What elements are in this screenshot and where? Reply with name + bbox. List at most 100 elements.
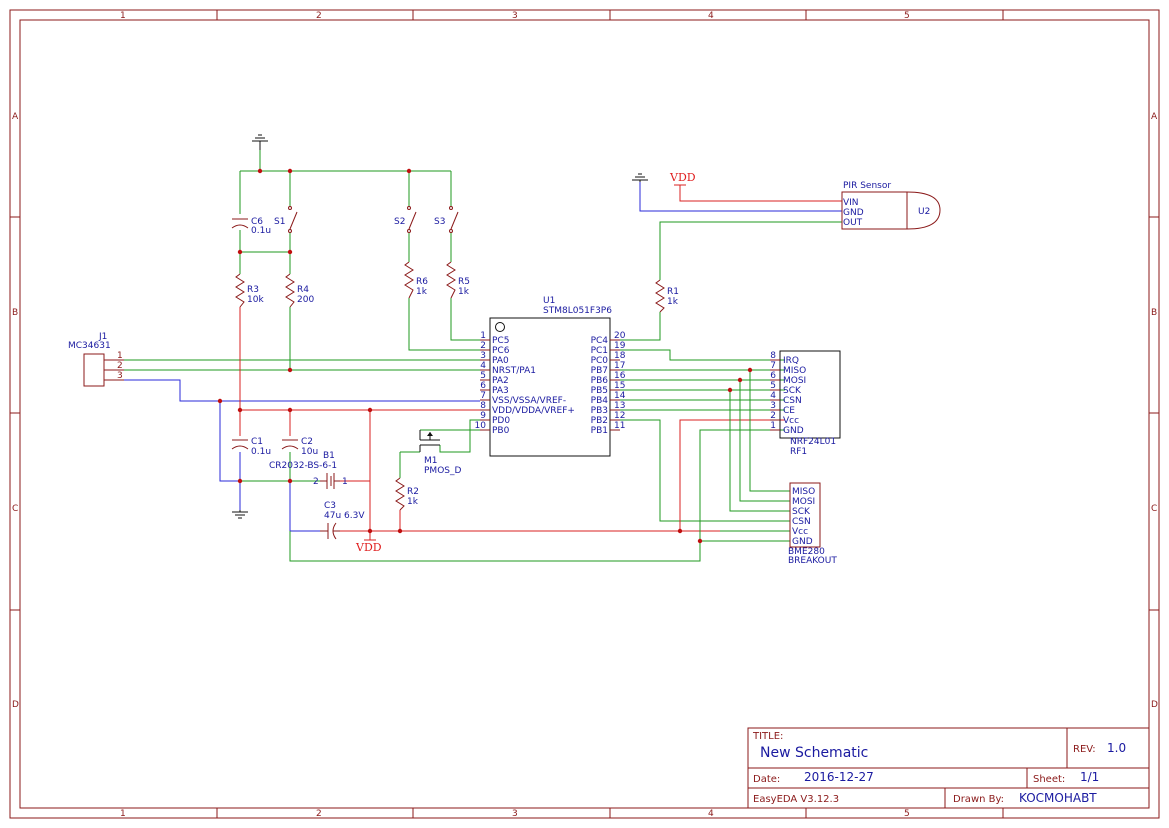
s3-ref: S3 [434,217,445,227]
c6-value: 0.1u [251,226,271,236]
u1-pin-number: 10 [475,421,487,431]
vdd-symbol-bottom: VDD [355,539,382,554]
u1-pin-name: PB7 [591,366,608,376]
capacitor-c6: C6 0.1u [231,217,271,236]
pir-pin-vin: VIN [843,198,859,208]
switch-s1: S1 [274,206,298,233]
rf1-pin-name: SCK [783,386,802,396]
sheet-value: 1/1 [1080,770,1099,784]
sheet-label: Sheet: [1033,774,1065,785]
c6-ref: C6 [251,217,263,227]
drawing-frame [9,9,1160,819]
vdd-symbol-pir: VDD [669,171,696,186]
zone-row-a-right: A [1151,112,1158,122]
c3-value: 47u 6.3V [324,511,365,521]
resistor-r6: R6 1k [404,261,428,299]
switch-s2: S2 [394,206,417,233]
sensor-pir-u2: PIR Sensor U2 VIN GND OUT [841,181,941,230]
u1-pin-number: 6 [480,381,486,391]
r6-value: 1k [416,287,428,297]
rf1-pin-number: 2 [770,411,776,421]
u1-pin-name: PA2 [492,376,509,386]
c1-ref: C1 [251,437,263,447]
u1-pin-name: PD0 [492,416,510,426]
m1-value: PMOS_D [424,466,461,476]
b1-pin-1: 1 [342,477,348,487]
r2-ref: R2 [407,487,419,497]
drawn-value: KOCMOHABT [1019,791,1097,805]
rf1-part: NRF24L01 [790,437,836,447]
rf1-pin-name: MOSI [783,376,806,386]
ground-symbol-bottom [232,510,248,519]
u1-pin-name: PA3 [492,386,509,396]
u1-pin-number: 12 [614,411,625,421]
u1-pin-number: 7 [480,391,486,401]
s2-ref: S2 [394,217,405,227]
pir-pin-out: OUT [843,218,863,228]
rf1-pin-number: 5 [770,381,776,391]
zone-row-a-left: A [12,112,19,122]
m1-ref: M1 [424,456,438,466]
bme-pin-name: SCK [792,507,811,517]
vdd-label-pir: VDD [669,171,696,184]
date-label: Date: [753,774,780,785]
date-value: 2016-12-27 [804,770,874,784]
rf1-pin-name: Vcc [783,416,799,426]
u1-pin-number: 9 [480,411,486,421]
resistor-r1: R1 1k [655,279,679,313]
rf1-pin-name: CSN [783,396,802,406]
zone-labels: 1 2 3 4 5 1 2 3 4 5 A B C D A B C D [12,11,1158,819]
resistor-r2: R2 1k [395,477,419,511]
title-block: TITLE: New Schematic REV: 1.0 Date: 2016… [747,727,1150,809]
title-value: New Schematic [760,745,868,761]
u1-pin-name: PC0 [591,356,609,366]
j1-ref: J1 [98,332,107,342]
rf1-pin-name: MISO [783,366,806,376]
rf1-pin-number: 6 [770,371,776,381]
mosfet-m1: M1 PMOS_D [419,430,461,476]
r3-value: 10k [247,295,264,305]
u1-pin-name: NRST/PA1 [492,366,536,376]
u1-pin-name: PB1 [591,426,608,436]
resistor-r5: R5 1k [446,261,470,299]
rf1-pin-number: 8 [770,351,776,361]
u1-pin-name: PB4 [591,396,609,406]
zone-col-1-bottom: 1 [120,809,126,819]
c2-ref: C2 [301,437,313,447]
u1-pin-name: VSS/VSSA/VREF- [492,396,566,406]
bme-part: BREAKOUT [788,556,837,566]
bme-pin-name: GND [792,537,813,547]
s1-ref: S1 [274,217,285,227]
u1-pin-number: 14 [614,391,626,401]
u1-pin-number: 1 [480,331,486,341]
b1-pin-2: 2 [313,477,319,487]
bme-pin-name: MOSI [792,497,815,507]
capacitor-c3: C3 47u 6.3V [320,501,365,540]
u1-pin-number: 13 [614,401,625,411]
zone-row-d-right: D [1151,700,1158,710]
drawn-label: Drawn By: [953,794,1004,805]
zone-col-5-bottom: 5 [904,809,910,819]
bme-ref: BME280 [788,547,825,557]
r5-ref: R5 [458,277,470,287]
rf1-pin-number: 1 [770,421,776,431]
u1-pin-name: PC5 [492,336,509,346]
u1-pin-name: PC6 [492,346,510,356]
zone-row-b-right: B [1151,308,1157,318]
rev-label: REV: [1073,744,1096,755]
zone-col-3-top: 3 [512,11,518,21]
u1-pin-number: 18 [614,351,626,361]
pir-pin-gnd: GND [843,208,864,218]
rf1-pin-name: GND [783,426,804,436]
u1-pin-number: 2 [480,341,486,351]
u1-pin-number: 15 [614,381,625,391]
resistor-r3: R3 10k [235,273,264,308]
rf1-pin-number: 7 [770,361,776,371]
zone-col-2-bottom: 2 [316,809,322,819]
u1-pin-number: 3 [480,351,486,361]
u1-pin-name: VDD/VDDA/VREF+ [492,406,575,416]
